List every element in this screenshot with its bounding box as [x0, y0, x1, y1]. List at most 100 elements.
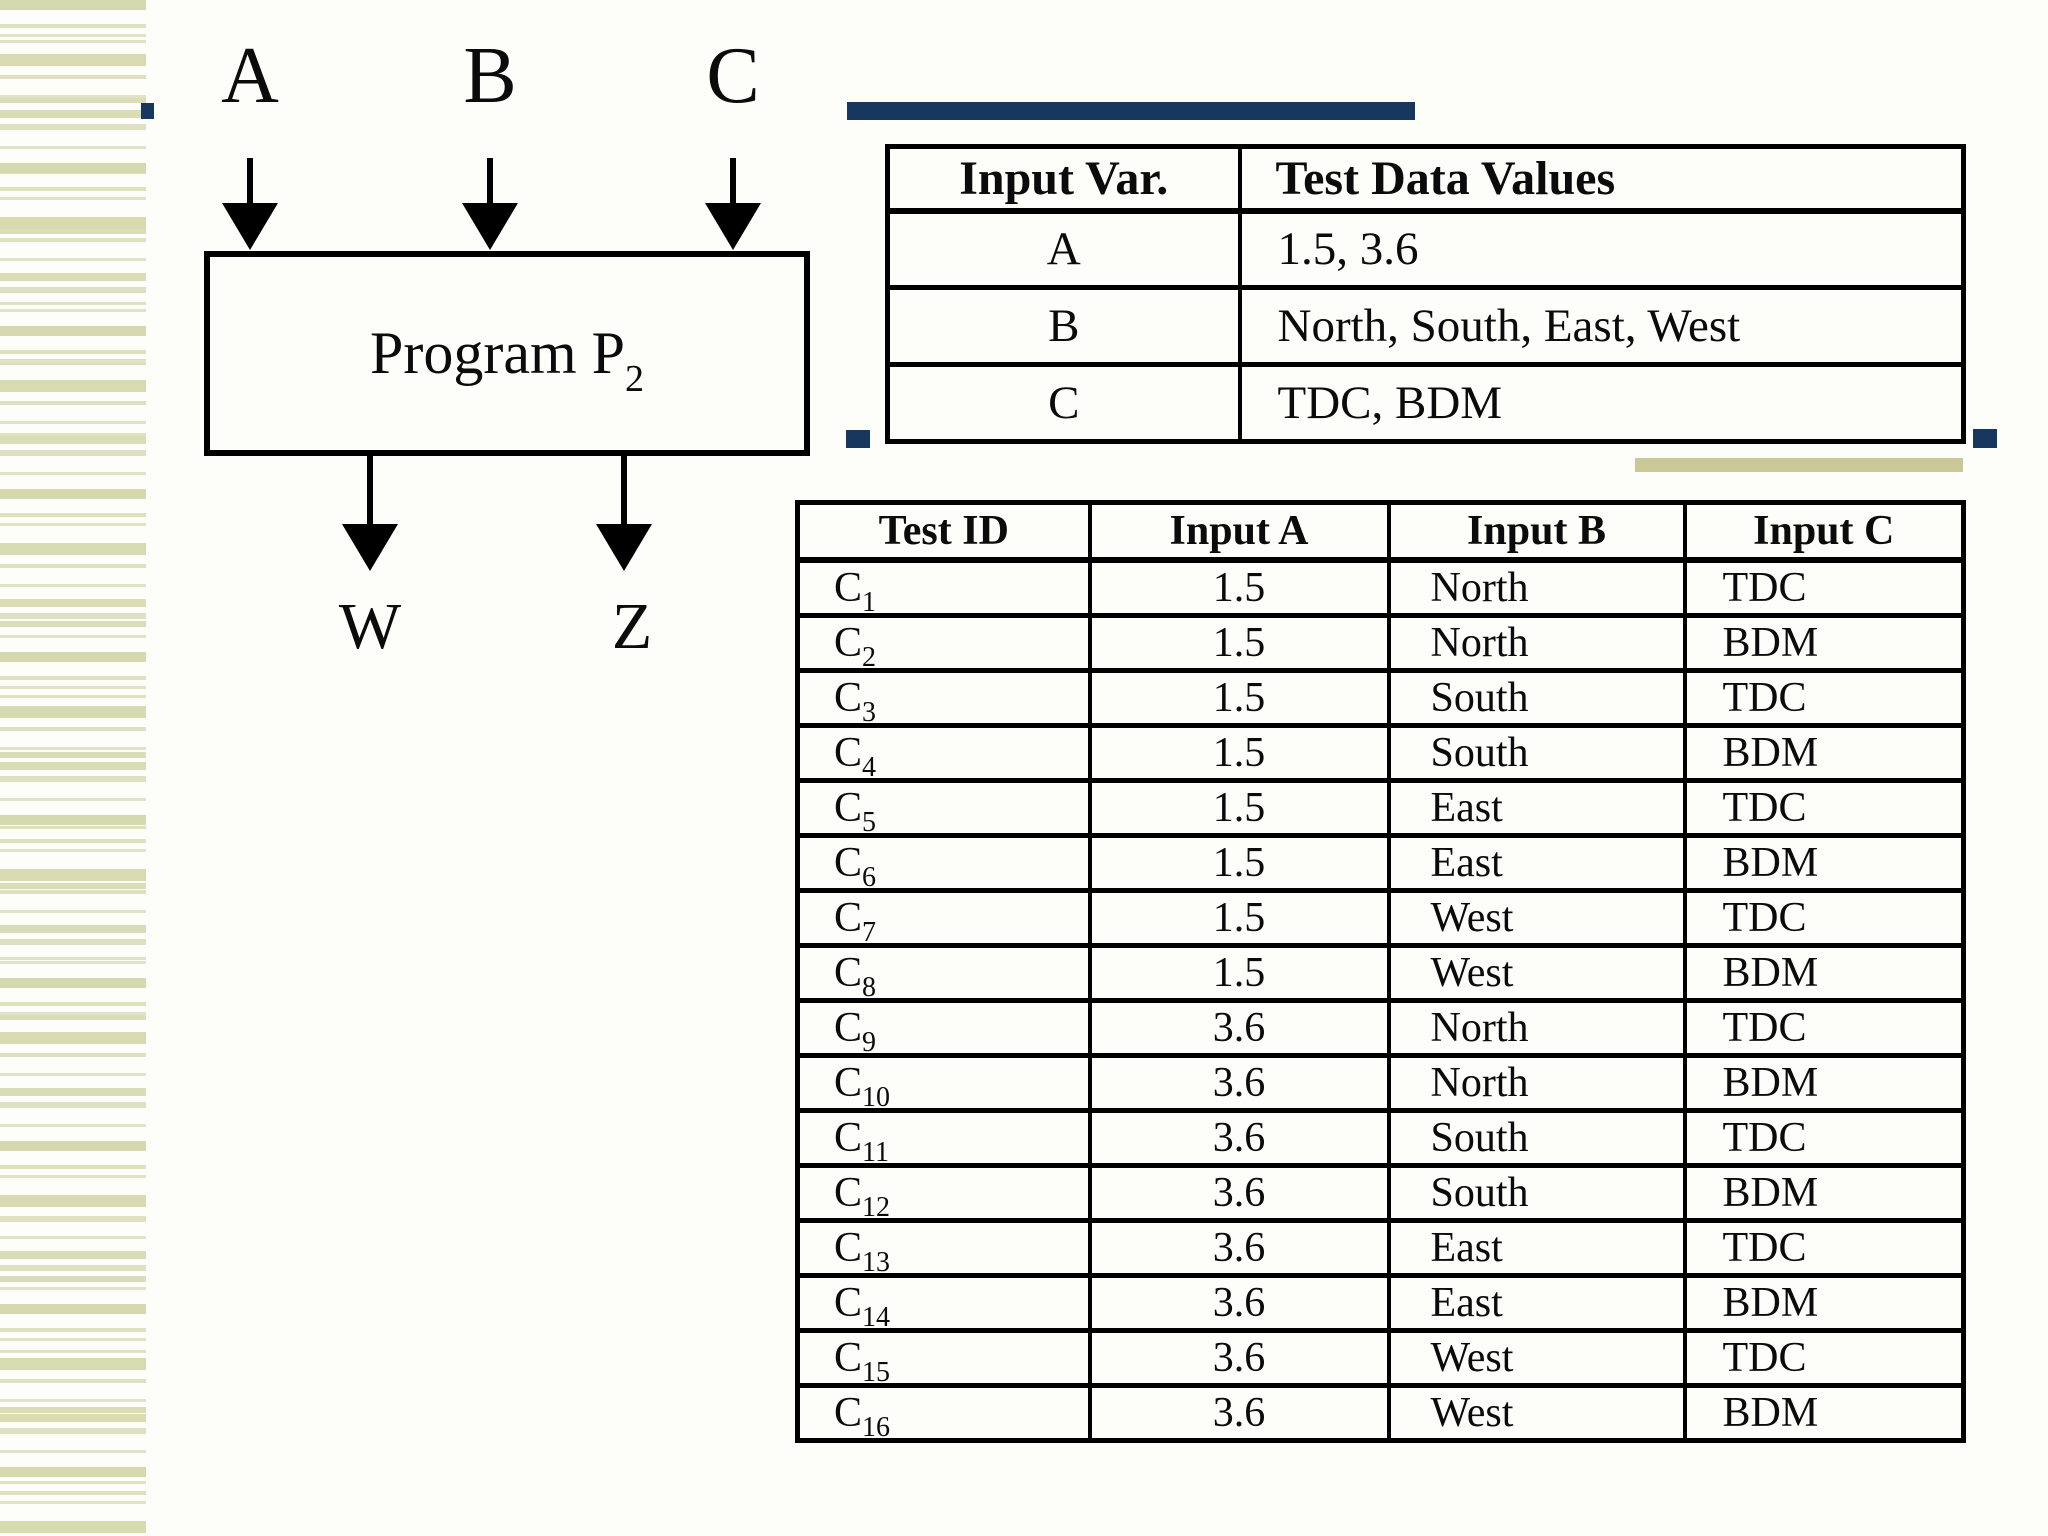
input-arrow-b-shaft: [487, 158, 493, 210]
test-id-subscript: 4: [862, 751, 877, 780]
program-box: Program P2: [204, 251, 810, 456]
input-b-cell: South: [1386, 1162, 1687, 1222]
input-c-cell: TDC: [1682, 667, 1966, 727]
program-box-label-subscript: 2: [625, 358, 644, 400]
input-b-header-cell: Input B: [1386, 500, 1687, 563]
input-a-cell: 1.5: [1087, 777, 1391, 837]
input-b-cell: West: [1386, 887, 1687, 947]
input-a-cell: 3.6: [1087, 1272, 1391, 1332]
input-b-cell: North: [1386, 1052, 1687, 1112]
navy-square-middle-decoration: [846, 430, 870, 448]
input-label-c: C: [706, 32, 760, 120]
test-id-base: C: [834, 729, 863, 776]
input-b-cell: South: [1386, 722, 1687, 782]
test-id-subscript: 8: [862, 971, 877, 1000]
navy-square-right-decoration: [1973, 429, 1997, 448]
input-var-cell: A: [885, 208, 1242, 290]
input-arrow-c-shaft: [730, 158, 736, 210]
input-a-header-cell: Input A: [1087, 500, 1391, 563]
input-c-cell: BDM: [1682, 1052, 1966, 1112]
test-id-subscript: 16: [862, 1411, 891, 1440]
input-c-cell: BDM: [1682, 612, 1966, 672]
input-b-cell: East: [1386, 832, 1687, 892]
test-id-base: C: [834, 564, 863, 611]
input-arrow-a-head-icon: [222, 203, 278, 250]
input-var-cell: C: [885, 362, 1242, 444]
test-id-cell: C16: [795, 1382, 1092, 1442]
input-b-cell: West: [1386, 942, 1687, 1002]
input-var-cell: B: [885, 285, 1242, 367]
input-c-cell: TDC: [1682, 1327, 1966, 1387]
test-id-subscript: 13: [862, 1246, 891, 1275]
input-c-cell: TDC: [1682, 997, 1966, 1057]
input-c-cell: BDM: [1682, 1272, 1966, 1332]
test-id-base: C: [834, 674, 863, 721]
input-c-cell: TDC: [1682, 557, 1966, 617]
input-b-cell: South: [1386, 667, 1687, 727]
test-id-base: C: [834, 894, 863, 941]
test-id-base: C: [834, 1169, 863, 1216]
test-id-base: C: [834, 784, 863, 831]
input-a-cell: 1.5: [1087, 942, 1391, 1002]
test-id-base: C: [834, 1389, 863, 1436]
test-id-cell: C14: [795, 1272, 1092, 1332]
output-arrow-z-shaft: [621, 456, 627, 526]
input-a-cell: 1.5: [1087, 722, 1391, 782]
input-a-cell: 1.5: [1087, 612, 1391, 672]
test-id-subscript: 15: [862, 1356, 891, 1385]
input-a-cell: 3.6: [1087, 1107, 1391, 1167]
test-id-subscript: 9: [862, 1026, 877, 1055]
input-a-cell: 1.5: [1087, 667, 1391, 727]
test-id-base: C: [834, 1114, 863, 1161]
input-b-cell: North: [1386, 557, 1687, 617]
navy-square-left-decoration: [141, 103, 154, 119]
test-data-values-cell: TDC, BDM: [1237, 362, 1966, 444]
input-label-b: B: [463, 32, 517, 120]
input-b-cell: East: [1386, 1272, 1687, 1332]
input-arrow-c-head-icon: [705, 203, 761, 250]
test-id-base: C: [834, 1059, 863, 1106]
input-a-cell: 1.5: [1087, 887, 1391, 947]
test-case-header-row: Test ID Input A Input B Input C: [795, 500, 1966, 563]
output-label-z: Z: [611, 590, 653, 663]
input-var-header-cell: Input Var.: [885, 144, 1242, 214]
input-b-cell: North: [1386, 997, 1687, 1057]
navy-bar-decoration: [847, 102, 1415, 120]
input-a-cell: 3.6: [1087, 1052, 1391, 1112]
input-b-cell: South: [1386, 1107, 1687, 1167]
program-box-label: Program P2: [370, 320, 644, 400]
test-data-values-cell: North, South, East, West: [1237, 285, 1966, 367]
test-id-base: C: [834, 1279, 863, 1326]
output-arrow-w-shaft: [367, 456, 373, 526]
test-id-subscript: 5: [862, 806, 877, 835]
input-c-cell: TDC: [1682, 777, 1966, 837]
khaki-bar-decoration: [1635, 458, 1963, 472]
test-id-subscript: 2: [862, 641, 877, 670]
test-id-cell: C4: [795, 722, 1092, 782]
input-b-cell: North: [1386, 612, 1687, 672]
output-label-w: W: [338, 590, 402, 663]
input-c-cell: BDM: [1682, 1162, 1966, 1222]
test-id-base: C: [834, 619, 863, 666]
input-a-cell: 3.6: [1087, 1382, 1391, 1442]
test-id-subscript: 11: [862, 1136, 889, 1165]
input-label-a: A: [221, 32, 279, 120]
input-a-cell: 3.6: [1087, 1327, 1391, 1387]
test-id-cell: C13: [795, 1217, 1092, 1277]
test-id-base: C: [834, 1004, 863, 1051]
